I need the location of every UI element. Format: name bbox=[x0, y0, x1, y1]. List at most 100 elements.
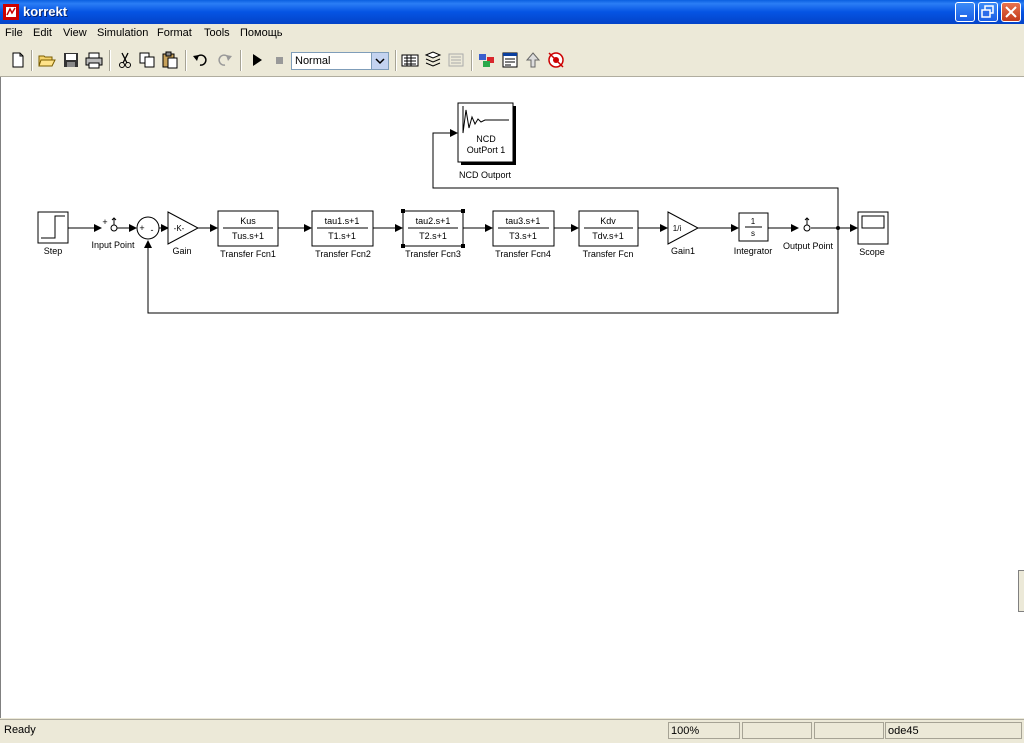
toolbar-separator bbox=[31, 50, 33, 71]
input-point-sign: + bbox=[102, 217, 107, 227]
simulation-mode-select[interactable]: Normal bbox=[291, 52, 389, 70]
tf-label: Transfer Fcn bbox=[583, 249, 634, 259]
go-to-parent-icon[interactable] bbox=[524, 51, 542, 69]
undo-icon[interactable] bbox=[192, 51, 210, 69]
step-label: Step bbox=[44, 246, 63, 256]
tf-denominator: Tdv.s+1 bbox=[592, 231, 624, 241]
integrator-numerator: 1 bbox=[751, 217, 756, 226]
solver-name: ode45 bbox=[885, 722, 1022, 739]
transfer-fcn4-block[interactable]: tau3.s+1 T3.s+1 Transfer Fcn4 bbox=[492, 210, 555, 259]
transfer-fcn3-block[interactable]: tau2.s+1 T2.s+1 Transfer Fcn3 bbox=[401, 209, 465, 259]
tf3-label: Transfer Fcn3 bbox=[405, 249, 461, 259]
new-file-icon[interactable] bbox=[9, 51, 27, 69]
sum-block[interactable]: + - bbox=[136, 216, 160, 240]
restore-button[interactable] bbox=[978, 2, 998, 22]
menu-help[interactable]: Помощь bbox=[240, 27, 283, 39]
output-point-block[interactable]: Output Point bbox=[783, 217, 834, 251]
cut-icon[interactable] bbox=[116, 51, 134, 69]
gain-label: Gain bbox=[172, 246, 191, 256]
status-bar: Ready 100% ode45 bbox=[0, 719, 1024, 743]
tf2-label: Transfer Fcn2 bbox=[315, 249, 371, 259]
gain1-label: Gain1 bbox=[671, 246, 695, 256]
ncd-outport-label: NCD Outport bbox=[459, 170, 512, 180]
branch-point bbox=[836, 226, 840, 230]
chevron-down-icon[interactable] bbox=[371, 53, 388, 69]
diagram-canvas[interactable]: Step + Input Point + - -K- Gain Kus Tus.… bbox=[0, 77, 1024, 718]
menu-simulation[interactable]: Simulation bbox=[97, 27, 149, 39]
stop-icon[interactable] bbox=[270, 51, 288, 69]
step-block[interactable]: Step bbox=[37, 211, 69, 256]
tf-numerator: Kdv bbox=[600, 216, 616, 226]
scope-label: Scope bbox=[859, 247, 885, 257]
gain-block[interactable]: -K- Gain bbox=[167, 211, 200, 256]
transfer-fcn-block[interactable]: Kdv Tdv.s+1 Transfer Fcn bbox=[578, 210, 639, 259]
close-button[interactable] bbox=[1001, 2, 1021, 22]
tf2-denominator: T1.s+1 bbox=[328, 231, 356, 241]
save-icon[interactable] bbox=[62, 51, 80, 69]
ncd-line1: NCD bbox=[476, 134, 496, 144]
scope-block[interactable]: Scope bbox=[857, 211, 889, 257]
tf1-label: Transfer Fcn1 bbox=[220, 249, 276, 259]
tf3-denominator: T2.s+1 bbox=[419, 231, 447, 241]
integrator-denominator: s bbox=[751, 229, 755, 238]
minimize-icon bbox=[960, 15, 967, 17]
toolbar: Normal bbox=[0, 45, 1024, 77]
menu-view[interactable]: View bbox=[63, 27, 87, 39]
toolbar-separator bbox=[471, 50, 473, 71]
simulation-mode-value: Normal bbox=[295, 55, 331, 67]
output-point-label: Output Point bbox=[783, 241, 834, 251]
copy-icon[interactable] bbox=[138, 51, 156, 69]
gain-content: -K- bbox=[174, 224, 185, 233]
menu-bar: File Edit View Simulation Format Tools П… bbox=[0, 24, 1024, 45]
input-point-label: Input Point bbox=[91, 240, 135, 250]
title-bar[interactable]: korrekt bbox=[0, 0, 1024, 24]
toolbar-separator bbox=[395, 50, 397, 71]
integrator-label: Integrator bbox=[734, 246, 773, 256]
menu-edit[interactable]: Edit bbox=[33, 27, 52, 39]
print-icon[interactable] bbox=[85, 51, 103, 69]
scrollbar-thumb[interactable] bbox=[1018, 570, 1024, 612]
selection-handles[interactable] bbox=[401, 209, 465, 248]
ncd-line2: OutPort 1 bbox=[467, 145, 506, 155]
tf3-numerator: tau2.s+1 bbox=[416, 216, 451, 226]
restore-icon bbox=[981, 5, 994, 18]
ncd-outport-block[interactable]: NCD OutPort 1 NCD Outport bbox=[457, 102, 516, 180]
open-folder-icon[interactable] bbox=[38, 51, 56, 69]
gain1-block[interactable]: 1/i Gain1 bbox=[667, 211, 700, 256]
toolbar-separator bbox=[240, 50, 242, 71]
build-icon[interactable] bbox=[447, 51, 465, 69]
sum-minus-sign: - bbox=[151, 225, 154, 235]
tf4-denominator: T3.s+1 bbox=[509, 231, 537, 241]
block-diagram[interactable]: Step + Input Point + - -K- Gain Kus Tus.… bbox=[1, 77, 1024, 718]
transfer-fcn2-block[interactable]: tau1.s+1 T1.s+1 Transfer Fcn2 bbox=[311, 210, 374, 259]
menu-tools[interactable]: Tools bbox=[204, 27, 230, 39]
update-diagram-icon[interactable] bbox=[424, 51, 442, 69]
model-explorer-icon[interactable] bbox=[478, 51, 496, 69]
play-icon[interactable] bbox=[248, 51, 266, 69]
input-point-block[interactable]: + Input Point bbox=[91, 217, 135, 250]
simulink-app-icon bbox=[3, 4, 19, 20]
integrator-block[interactable]: 1 s Integrator bbox=[734, 212, 773, 256]
library-browser-icon[interactable] bbox=[401, 51, 419, 69]
zoom-level: 100% bbox=[668, 722, 740, 739]
transfer-fcn1-block[interactable]: Kus Tus.s+1 Transfer Fcn1 bbox=[217, 210, 279, 259]
tf1-denominator: Tus.s+1 bbox=[232, 231, 264, 241]
toolbar-separator bbox=[185, 50, 187, 71]
signal-lines bbox=[68, 129, 858, 314]
menu-format[interactable]: Format bbox=[157, 27, 192, 39]
status-text: Ready bbox=[4, 724, 36, 736]
close-icon bbox=[1005, 6, 1017, 18]
model-properties-icon[interactable] bbox=[501, 51, 519, 69]
status-cell-empty-2 bbox=[814, 722, 884, 739]
tf2-numerator: tau1.s+1 bbox=[325, 216, 360, 226]
tf1-numerator: Kus bbox=[240, 216, 256, 226]
minimize-button[interactable] bbox=[955, 2, 975, 22]
toolbar-separator bbox=[109, 50, 111, 71]
debug-icon[interactable] bbox=[547, 51, 565, 69]
window-title: korrekt bbox=[23, 4, 68, 19]
menu-file[interactable]: File bbox=[5, 27, 23, 39]
redo-icon[interactable] bbox=[215, 51, 233, 69]
status-cell-empty-1 bbox=[742, 722, 812, 739]
paste-icon[interactable] bbox=[161, 51, 179, 69]
tf4-label: Transfer Fcn4 bbox=[495, 249, 551, 259]
